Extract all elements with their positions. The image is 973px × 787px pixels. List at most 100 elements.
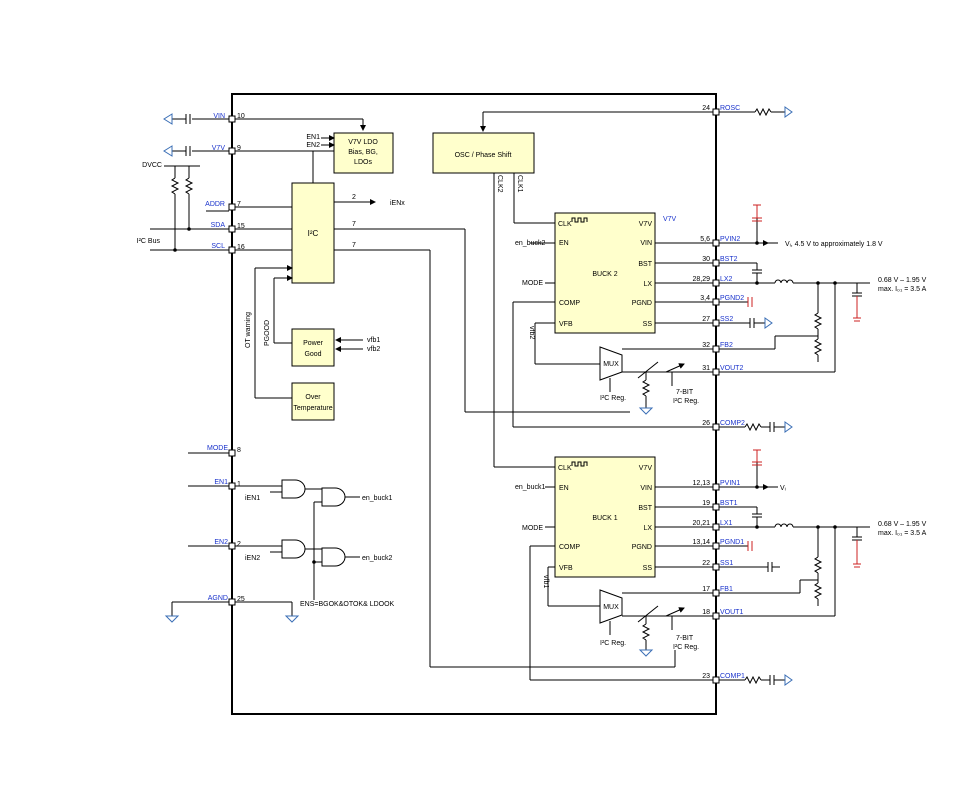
buck2-block: BUCK 2 CLK EN COMP VFB V7V VIN BST LX PG… <box>512 212 713 427</box>
svg-text:VIN: VIN <box>640 485 652 492</box>
svg-text:CLK: CLK <box>558 465 572 472</box>
svg-text:vfb2: vfb2 <box>367 346 380 353</box>
svg-text:PGND1: PGND1 <box>720 539 744 546</box>
svg-text:max. I₀₁ = 3.5 A: max. I₀₁ = 3.5 A <box>878 530 927 537</box>
svg-text:LX1: LX1 <box>720 520 733 527</box>
svg-text:AGND: AGND <box>208 595 228 602</box>
svg-text:2: 2 <box>237 541 241 548</box>
svg-text:31: 31 <box>702 365 710 372</box>
svg-text:7: 7 <box>352 242 356 249</box>
svg-text:15: 15 <box>237 223 245 230</box>
enable-logic: iEN1 en_buck1 iEN2 en_buck2 ENS=BGOK&OTO… <box>245 479 395 608</box>
svg-text:9: 9 <box>237 145 241 152</box>
over-temp-block: Over Temperature <box>291 382 335 421</box>
svg-text:7-BIT: 7-BIT <box>676 635 694 642</box>
svg-text:SS2: SS2 <box>720 316 733 323</box>
svg-text:22: 22 <box>702 560 710 567</box>
svg-text:V7V: V7V <box>639 221 653 228</box>
svg-text:V7V LDO: V7V LDO <box>348 139 378 146</box>
svg-text:en_buck2: en_buck2 <box>515 240 545 247</box>
external-buck2: Vᵢ, 4.5 V to approximately 1.8 V 0.68 V … <box>719 204 927 433</box>
buck1-block: BUCK 1 CLK EN COMP VFB V7V VIN BST LX PG… <box>515 456 713 680</box>
svg-text:1: 1 <box>237 481 241 488</box>
svg-text:I²C Bus: I²C Bus <box>137 238 161 245</box>
pin-addr: ADDR 7 <box>205 201 292 212</box>
svg-text:LX2: LX2 <box>720 276 733 283</box>
svg-text:VOUT1: VOUT1 <box>720 609 743 616</box>
svg-text:iEN2: iEN2 <box>245 555 260 562</box>
external-buck1: Vᵢ 0.68 V – 1.95 V max. I₀₁ = 3.5 A <box>719 449 927 686</box>
svg-text:MUX: MUX <box>603 604 619 611</box>
pin-vin: VIN 10 <box>163 113 366 131</box>
svg-text:en_buck1: en_buck1 <box>515 484 545 491</box>
svg-text:Over: Over <box>305 394 321 401</box>
svg-text:max. I₀₁ = 3.5 A: max. I₀₁ = 3.5 A <box>878 286 927 293</box>
svg-text:32: 32 <box>702 342 710 349</box>
svg-text:I²C Reg.: I²C Reg. <box>673 644 699 651</box>
svg-text:en_buck2: en_buck2 <box>362 555 392 562</box>
svg-text:VIN: VIN <box>640 240 652 247</box>
svg-text:Bias, BG,: Bias, BG, <box>348 149 378 156</box>
svg-text:I²C Reg.: I²C Reg. <box>673 398 699 405</box>
svg-text:26: 26 <box>702 420 710 427</box>
svg-text:V7V: V7V <box>212 145 226 152</box>
svg-text:BST: BST <box>638 505 652 512</box>
svg-text:LDOs: LDOs <box>354 159 372 166</box>
svg-text:MODE: MODE <box>522 280 543 287</box>
pins-right-buck2: 5,6 PVIN2 30 BST2 28,29 LX2 3,4 PGND2 27… <box>513 236 745 431</box>
pin-sda: SDA 15 <box>150 222 292 233</box>
svg-text:SCL: SCL <box>211 243 225 250</box>
svg-text:vfb2: vfb2 <box>528 326 535 339</box>
svg-text:MODE: MODE <box>522 525 543 532</box>
svg-text:FB2: FB2 <box>720 342 733 349</box>
svg-text:8: 8 <box>237 447 241 454</box>
svg-text:COMP: COMP <box>559 300 580 307</box>
svg-text:VIN: VIN <box>213 113 225 120</box>
svg-text:ENS=BGOK&OTOK& LDOOK: ENS=BGOK&OTOK& LDOOK <box>300 601 395 608</box>
svg-text:V7V: V7V <box>639 465 653 472</box>
svg-text:LX: LX <box>643 525 652 532</box>
svg-text:SS: SS <box>643 321 653 328</box>
svg-text:PVIN2: PVIN2 <box>720 236 740 243</box>
svg-text:CLK: CLK <box>558 221 572 228</box>
svg-text:10: 10 <box>237 113 245 120</box>
svg-text:Vᵢ: Vᵢ <box>780 485 786 492</box>
svg-text:PGND2: PGND2 <box>720 295 744 302</box>
svg-text:en_buck1: en_buck1 <box>362 495 392 502</box>
svg-text:19: 19 <box>702 500 710 507</box>
svg-text:BST2: BST2 <box>720 256 738 263</box>
svg-text:7: 7 <box>237 201 241 208</box>
svg-text:PVIN1: PVIN1 <box>720 480 740 487</box>
svg-text:VFB: VFB <box>559 321 573 328</box>
svg-text:3,4: 3,4 <box>700 295 710 302</box>
pin-agnd: AGND 25 <box>164 595 300 623</box>
svg-text:EN: EN <box>559 240 569 247</box>
svg-text:DVCC: DVCC <box>142 162 162 169</box>
svg-text:VOUT2: VOUT2 <box>720 365 743 372</box>
osc-block: OSC / Phase Shift CLK2 CLK1 <box>432 112 555 468</box>
svg-text:iEN1: iEN1 <box>245 495 260 502</box>
svg-text:EN: EN <box>559 485 569 492</box>
mux1: MUX I²C Reg. 7-BIT I²C Reg. <box>599 589 713 667</box>
pin-rosc: 24 ROSC <box>483 105 793 118</box>
svg-text:V7V: V7V <box>663 216 677 223</box>
svg-text:FB1: FB1 <box>720 586 733 593</box>
svg-text:16: 16 <box>237 244 245 251</box>
svg-text:7: 7 <box>352 221 356 228</box>
svg-text:SS1: SS1 <box>720 560 733 567</box>
svg-text:SS: SS <box>643 565 653 572</box>
svg-text:7-BIT: 7-BIT <box>676 389 694 396</box>
pin-en1: EN1 1 <box>188 479 282 490</box>
svg-text:EN2: EN2 <box>306 142 320 149</box>
svg-text:iENx: iENx <box>390 200 405 207</box>
svg-text:17: 17 <box>702 586 710 593</box>
svg-text:I²C Reg.: I²C Reg. <box>600 640 626 647</box>
svg-text:Power: Power <box>303 340 324 347</box>
svg-text:PGND: PGND <box>632 300 652 307</box>
svg-text:18: 18 <box>702 609 710 616</box>
svg-text:I²C Reg.: I²C Reg. <box>600 395 626 402</box>
svg-text:0.68 V – 1.95 V: 0.68 V – 1.95 V <box>878 277 927 284</box>
svg-text:BUCK 2: BUCK 2 <box>592 271 617 278</box>
svg-text:MUX: MUX <box>603 361 619 368</box>
